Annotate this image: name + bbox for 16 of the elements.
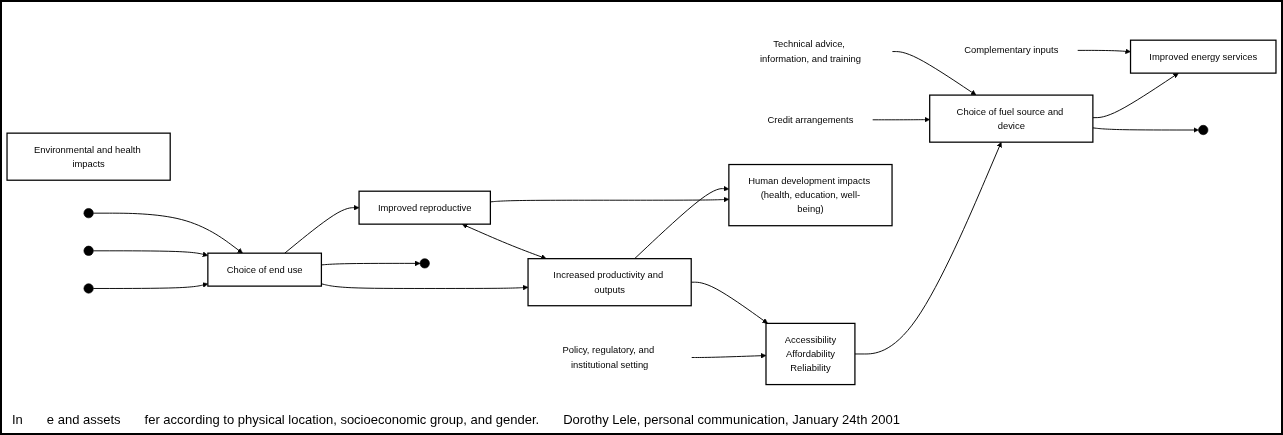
node-text: Technical advice, information, and training	[759, 38, 861, 64]
node-text: Complementary inputs	[964, 44, 1059, 55]
node-box: Improved reproductive	[358, 190, 491, 225]
node-text: Credit arrangements	[767, 113, 854, 125]
node-box: Choice of end use	[207, 252, 323, 287]
node-box: Improved energy services	[1129, 39, 1277, 74]
note-text: e and assets	[46, 412, 121, 427]
node-box: Choice of fuel source and device	[929, 94, 1094, 143]
node-box: Accessibility Affordability Reliability	[765, 322, 856, 385]
note-text: Dorothy Lele, personal communication, January 24th 2001	[563, 412, 900, 427]
node-box: Environmental and health impacts	[6, 132, 171, 181]
note-text: fer according to physical location, socioeconomic group, and gender.	[144, 412, 540, 427]
node-box: Human development impacts (health, education, well-being)	[728, 163, 893, 227]
node-text: Policy, regulatory, and institutional setting	[562, 344, 655, 370]
node-box: Increased productivity and outputs	[527, 257, 692, 307]
note-text: In	[12, 412, 23, 427]
